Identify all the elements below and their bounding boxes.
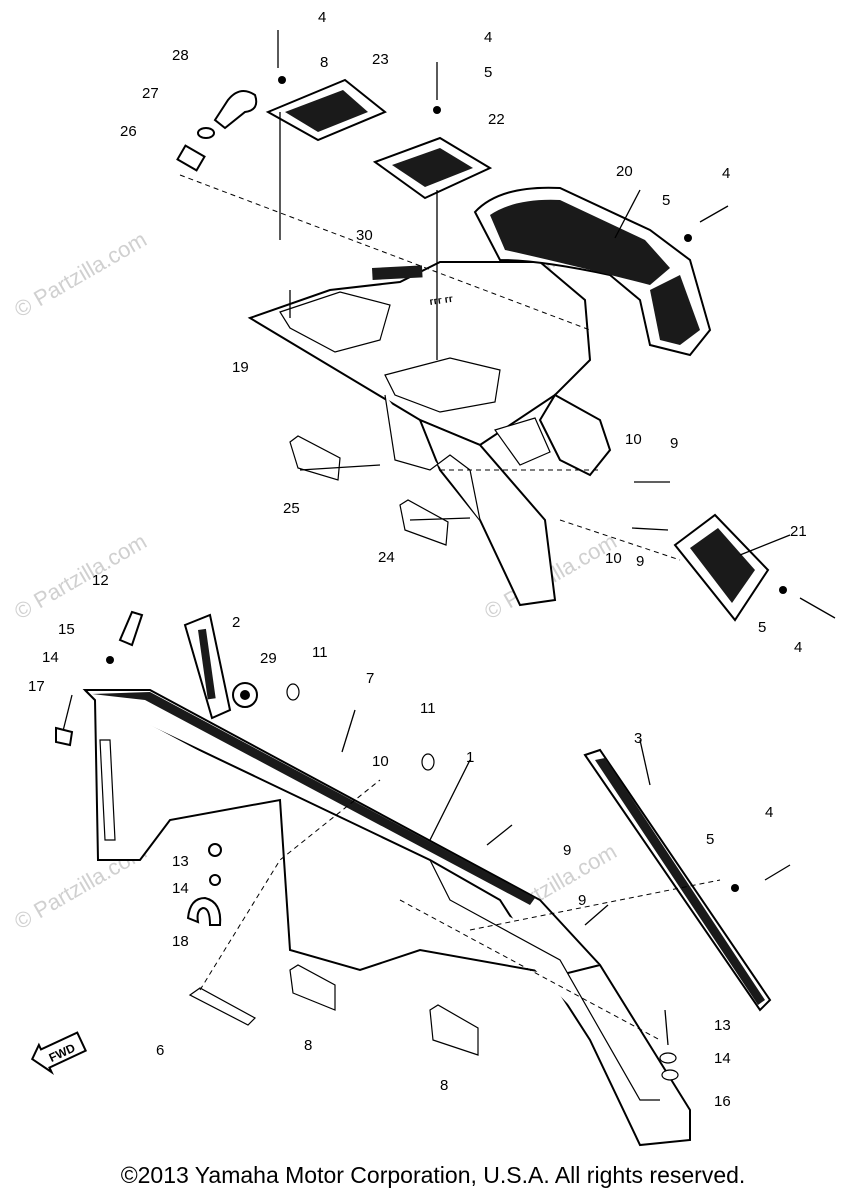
callout: 11 [420, 700, 436, 717]
watermark: © Partzilla.com [10, 529, 151, 625]
callout: 21 [790, 523, 807, 540]
callout: 10 [605, 550, 622, 567]
callout: 28 [172, 47, 189, 64]
callout: 9 [563, 842, 571, 859]
callout: 4 [318, 9, 326, 26]
callout: 14 [42, 649, 59, 666]
callout: 24 [378, 549, 395, 566]
callout: 5 [662, 192, 670, 209]
bracket-25 [289, 435, 341, 481]
callout: 4 [765, 804, 773, 821]
clamp-18 [186, 896, 222, 926]
lower-frame [82, 689, 691, 1147]
callout: 5 [758, 619, 766, 636]
callout: 14 [714, 1050, 731, 1067]
bracket-8 [429, 1004, 479, 1056]
callout: 2 [232, 614, 240, 631]
upper-shroud: ᴦᴦᴦ ᴦᴦ [247, 261, 612, 607]
part-27 [197, 127, 215, 139]
callout: 8 [304, 1037, 312, 1054]
callout: 15 [58, 621, 75, 638]
callout: 9 [578, 892, 586, 909]
fwd-arrow: FWD [30, 1031, 88, 1075]
grille-23 [265, 78, 387, 142]
callout: 26 [120, 123, 137, 140]
part-26 [176, 144, 206, 172]
callout: 4 [722, 165, 730, 182]
callout: 7 [366, 670, 374, 687]
callout: 16 [714, 1093, 731, 1110]
grille-20 [473, 186, 712, 357]
callout: 18 [172, 933, 189, 950]
callout: 12 [92, 572, 109, 589]
callout: 23 [372, 51, 389, 68]
callout: 8 [440, 1077, 448, 1094]
grille-21 [673, 513, 770, 622]
copyright-notice: ©2013 Yamaha Motor Corporation, U.S.A. A… [120, 1162, 746, 1188]
callout: 13 [714, 1017, 731, 1034]
callout: 8 [320, 54, 328, 71]
callout: 11 [312, 644, 328, 661]
callout-labels: 4 8 23 4 5 28 27 22 26 20 5 4 30 19 10 9… [28, 9, 807, 1110]
callout: 20 [616, 163, 633, 180]
callout: 10 [625, 431, 642, 448]
grille-22 [372, 136, 493, 200]
bracket-8 [289, 964, 336, 1011]
callout: 30 [356, 227, 373, 244]
callout: 25 [283, 500, 300, 517]
svg-text:ᴦᴦᴦ ᴦᴦ: ᴦᴦᴦ ᴦᴦ [429, 294, 454, 308]
callout: 14 [172, 880, 189, 897]
callout: 19 [232, 359, 249, 376]
callout: 6 [156, 1042, 164, 1059]
callout: 3 [634, 730, 642, 747]
bracket-6 [188, 987, 256, 1026]
bracket-24 [399, 499, 449, 546]
callout: 10 [372, 753, 389, 770]
part-28 [213, 90, 258, 130]
callout: 9 [670, 435, 678, 452]
callout: 4 [484, 29, 492, 46]
callout: 5 [484, 64, 492, 81]
callout: 5 [706, 831, 714, 848]
callout: 4 [794, 639, 802, 656]
watermark: © Partzilla.com [10, 227, 151, 323]
callout: 17 [28, 678, 45, 695]
callout: 27 [142, 85, 159, 102]
callout: 22 [488, 111, 505, 128]
callout: 9 [636, 553, 644, 570]
callout: 1 [466, 749, 474, 766]
callout: 29 [260, 650, 277, 667]
callout: 13 [172, 853, 189, 870]
